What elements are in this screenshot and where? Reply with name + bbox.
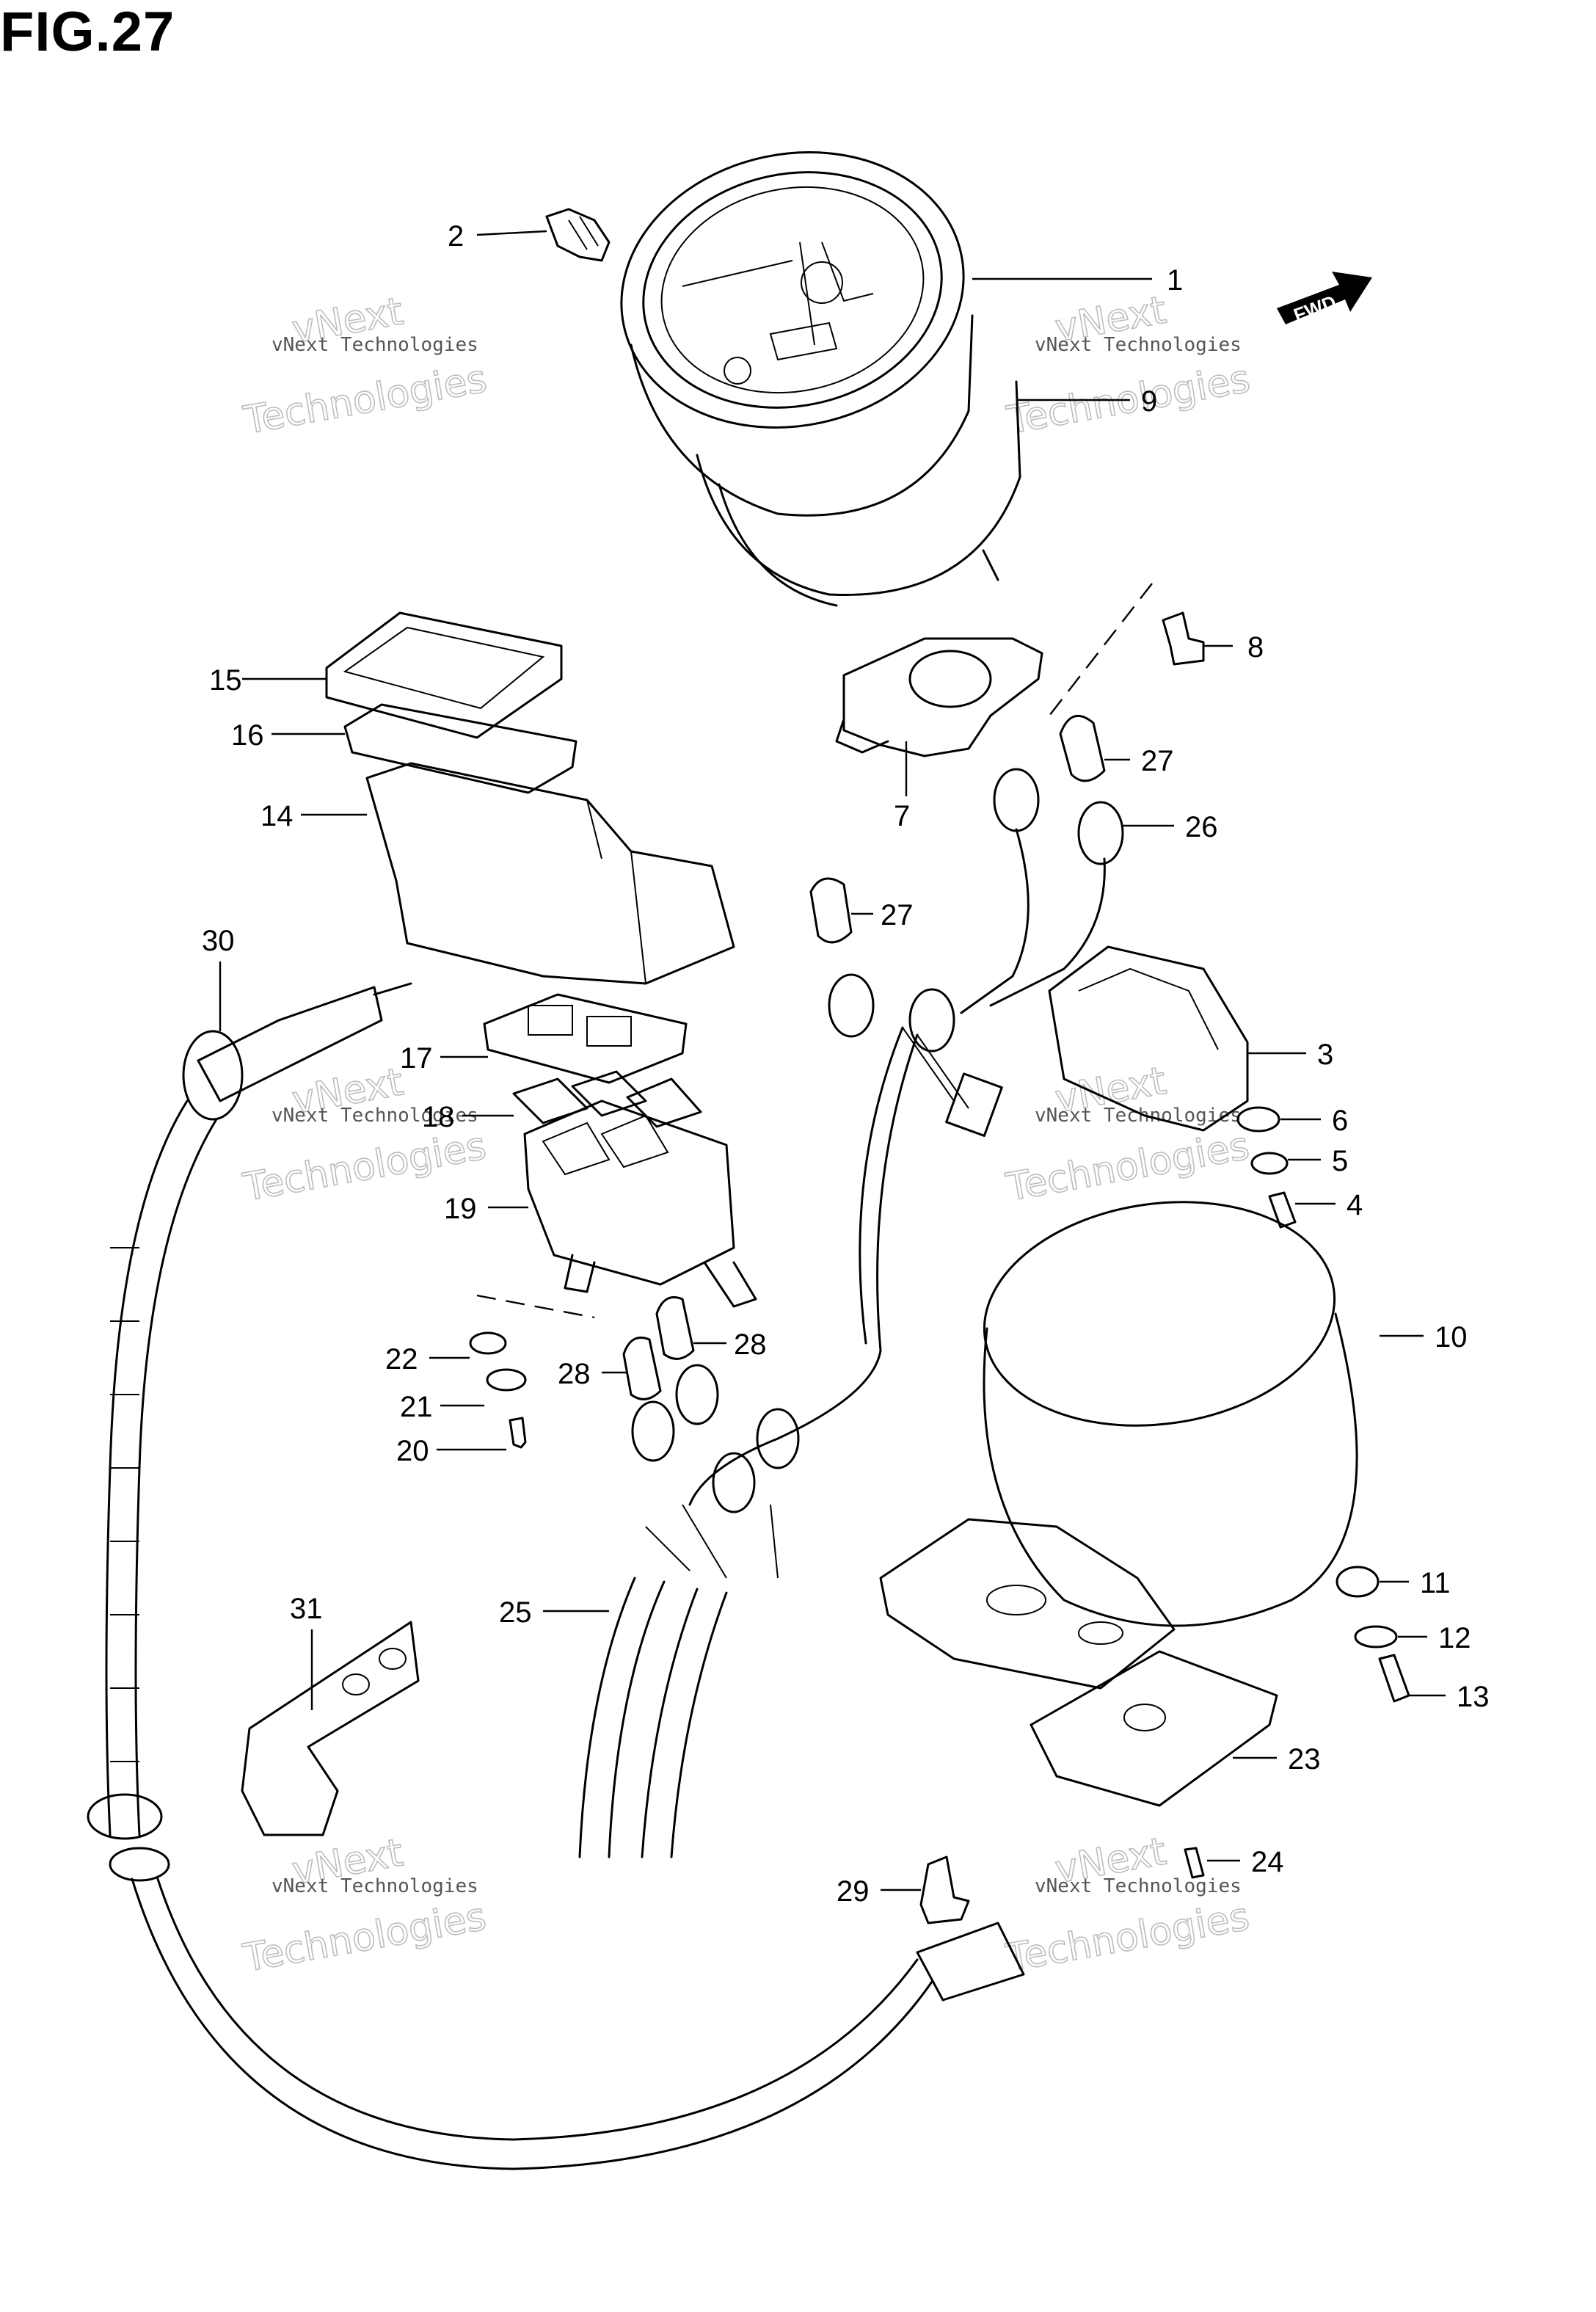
callout-22: 22: [385, 1343, 418, 1375]
svg-text:Technologies: Technologies: [240, 1894, 489, 1980]
callout-15: 15: [209, 664, 242, 697]
callout-21: 21: [400, 1391, 433, 1423]
speedometer-cable-part-30: [87, 982, 1025, 2170]
callout-1: 1: [1167, 264, 1183, 297]
svg-text:Technologies: Technologies: [1003, 1894, 1253, 1980]
callout-24: 24: [1251, 1846, 1284, 1878]
svg-text:Technologies: Technologies: [1003, 1124, 1253, 1210]
figure-title: FIG.27: [0, 1, 175, 63]
callout-16: 16: [231, 719, 264, 752]
callout-28a: 28: [734, 1328, 767, 1361]
callout-25: 25: [499, 1596, 532, 1629]
callout-28b: 28: [558, 1358, 591, 1390]
svg-text:Technologies: Technologies: [240, 357, 489, 443]
watermark-top-left: vNext Technologies vNext Technologies: [240, 289, 491, 444]
svg-text:vNext Technologies: vNext Technologies: [1035, 1875, 1242, 1897]
bolt-part-8: [1049, 583, 1205, 716]
bolt-part-29: [919, 1855, 970, 1924]
callout-23: 23: [1288, 1743, 1321, 1775]
callout-2: 2: [448, 220, 464, 252]
callout-9: 9: [1141, 385, 1157, 418]
callout-3: 3: [1317, 1039, 1333, 1071]
forward-arrow-icon: FWD: [1277, 272, 1372, 327]
bracket-part-3: [1048, 945, 1249, 1132]
leader-lines: [219, 230, 1446, 1891]
callout-14: 14: [260, 800, 294, 832]
watermark-bottom-left: vNext Technologies vNext Technologies: [239, 1831, 490, 1982]
gauge-housing-part-10: [879, 1201, 1358, 1690]
clamp-part-31: [241, 1621, 420, 1836]
svg-text:vNext Technologies: vNext Technologies: [1035, 1105, 1242, 1127]
callout-18: 18: [422, 1101, 455, 1133]
grommet-part-11: [1336, 1566, 1380, 1598]
bolt-part-13: [1378, 1654, 1410, 1703]
svg-text:vNext Technologies: vNext Technologies: [1035, 334, 1242, 356]
callout-27a: 27: [1141, 745, 1174, 777]
callout-7: 7: [894, 800, 910, 832]
washer-part-6: [1236, 1106, 1280, 1133]
callout-12: 12: [1438, 1622, 1471, 1654]
bulb-holder-part-17: [483, 993, 688, 1084]
indicator-housing-part-14: [365, 762, 735, 985]
callout-20: 20: [396, 1435, 429, 1467]
bulb-part-28: [622, 1296, 695, 1400]
callout-27b: 27: [881, 899, 914, 931]
screw-part-24: [1184, 1847, 1205, 1879]
speedometer-gauge: [620, 151, 1021, 607]
watermark-mid-right: vNext Technologies vNext Technologies: [1002, 1058, 1253, 1211]
lamp-part-18: [512, 1070, 702, 1128]
screw-part-20: [509, 1417, 527, 1449]
bulb-socket-part-26: [631, 768, 1124, 1513]
washer-part-5: [1250, 1152, 1289, 1175]
nut-part-22: [469, 1294, 595, 1355]
indicator-lens-part-15: [325, 611, 563, 739]
callout-29: 29: [837, 1875, 870, 1908]
callout-4: 4: [1347, 1189, 1363, 1221]
callout-5: 5: [1332, 1145, 1348, 1177]
callout-labels: 1 2 3 4 5 6 7 8 9 10 11 12 13 14 15 16 1…: [202, 220, 1490, 1908]
watermark-bottom-right: vNext Technologies vNext Technologies: [1002, 1829, 1253, 1982]
callout-10: 10: [1435, 1321, 1468, 1353]
fwd-label: FWD: [1291, 291, 1339, 326]
watermark-mid-left: vNext Technologies vNext Technologies: [239, 1060, 490, 1211]
callout-31: 31: [290, 1593, 323, 1625]
socket-block-part-19: [523, 1099, 757, 1308]
bracket-part-7: [835, 637, 1043, 757]
washer-part-12: [1354, 1625, 1398, 1648]
gasket-part-16: [343, 703, 577, 794]
bulb-part-27: [809, 715, 1106, 944]
bulb-socket-part-2: [545, 208, 611, 262]
watermark-top-right: vNext Technologies vNext Technologies: [1003, 288, 1254, 444]
callout-19: 19: [444, 1193, 477, 1225]
callout-11: 11: [1420, 1567, 1451, 1599]
wiring-harness-part-25: [578, 828, 1106, 1858]
callout-8: 8: [1247, 631, 1264, 664]
callout-6: 6: [1332, 1105, 1348, 1137]
washer-part-21: [486, 1368, 527, 1392]
svg-text:vNext Technologies: vNext Technologies: [272, 1875, 478, 1897]
callout-30: 30: [202, 925, 235, 957]
callout-13: 13: [1457, 1681, 1490, 1713]
svg-text:vNext Technologies: vNext Technologies: [272, 1105, 478, 1127]
screw-part-4: [1268, 1191, 1297, 1229]
svg-text:vNext Technologies: vNext Technologies: [272, 334, 478, 356]
lower-cover-part-23: [1030, 1650, 1278, 1807]
callout-17: 17: [400, 1042, 433, 1075]
callout-26: 26: [1185, 811, 1218, 843]
